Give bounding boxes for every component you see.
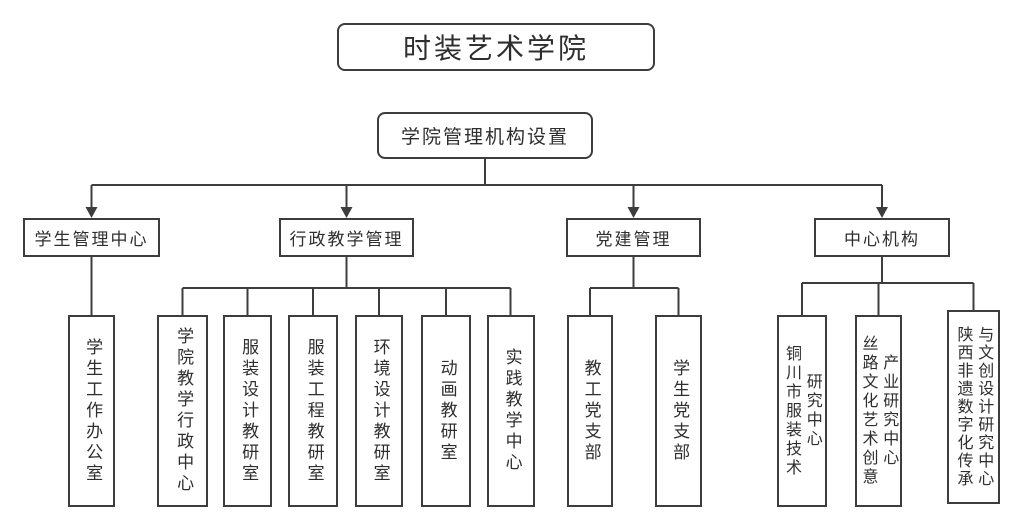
node-label: 行政教学管理 bbox=[289, 230, 404, 250]
arrow-down-icon bbox=[340, 207, 353, 218]
node-fashion-design-teaching-office: 服装设计教研室 bbox=[223, 315, 272, 507]
vertical-label-column: 陕西非遗数字化传承 bbox=[954, 326, 974, 488]
vertical-label-column: 铜川市服装技术 bbox=[783, 344, 802, 478]
vertical-label: 服装工程教研室 bbox=[303, 337, 324, 485]
arrow-down-icon bbox=[85, 207, 98, 218]
node-practice-teaching-center: 实践教学中心 bbox=[487, 315, 535, 507]
node-label: 时装艺术学院 bbox=[402, 32, 589, 65]
node-student-party-branch: 学生党支部 bbox=[655, 315, 702, 507]
vertical-label-column: 丝路文化艺术创意 bbox=[859, 335, 879, 487]
vertical-label-column: 与文创设计研究中心 bbox=[975, 326, 995, 488]
vertical-label: 学生工作办公室 bbox=[82, 337, 103, 485]
node-silk-road-creative-industry-research-center: 丝路文化艺术创意 产业研究中心 bbox=[855, 315, 902, 507]
vertical-label: 环境设计教研室 bbox=[369, 337, 390, 485]
vertical-label: 学院教学行政中心 bbox=[173, 327, 194, 495]
node-admin-teaching-management: 行政教学管理 bbox=[279, 218, 414, 257]
vertical-label-column: 产业研究中心 bbox=[880, 354, 900, 468]
branch3-lines bbox=[801, 257, 975, 315]
trunk-line bbox=[90, 159, 883, 207]
arrow-down-icon bbox=[876, 207, 888, 218]
branch2-lines bbox=[589, 257, 680, 315]
node-shaanxi-heritage-digital-research-center: 陕西非遗数字化传承 与文创设计研究中心 bbox=[947, 310, 1000, 504]
node-label: 学生管理中心 bbox=[34, 230, 149, 250]
vertical-label: 动画教研室 bbox=[436, 358, 457, 464]
node-animation-teaching-office: 动画教研室 bbox=[421, 315, 471, 507]
vertical-label: 服装设计教研室 bbox=[238, 337, 259, 485]
node-party-building-management: 党建管理 bbox=[566, 218, 701, 257]
node-college-teaching-admin-center: 学院教学行政中心 bbox=[157, 315, 208, 507]
node-label: 中心机构 bbox=[844, 230, 920, 250]
arrow-down-icon bbox=[627, 207, 640, 218]
node-student-affairs-office: 学生工作办公室 bbox=[68, 315, 115, 507]
node-tongchuan-fashion-tech-research-center: 铜川市服装技术 研究中心 bbox=[777, 315, 827, 507]
node-college-title: 时装艺术学院 bbox=[337, 23, 655, 71]
node-central-institutions: 中心机构 bbox=[814, 218, 950, 257]
node-label: 党建管理 bbox=[595, 230, 672, 250]
node-student-management-center: 学生管理中心 bbox=[23, 218, 160, 257]
node-faculty-party-branch: 教工党支部 bbox=[567, 315, 613, 507]
branch1-lines bbox=[181, 257, 512, 315]
node-environment-design-teaching-office: 环境设计教研室 bbox=[355, 315, 403, 507]
vertical-label: 学生党支部 bbox=[669, 358, 690, 464]
node-label: 学院管理机构设置 bbox=[400, 126, 569, 148]
vertical-label: 实践教学中心 bbox=[501, 348, 522, 474]
vertical-label: 教工党支部 bbox=[580, 358, 601, 464]
node-management-structure: 学院管理机构设置 bbox=[377, 112, 593, 159]
node-fashion-engineering-teaching-office: 服装工程教研室 bbox=[288, 315, 338, 507]
vertical-label-column: 研究中心 bbox=[803, 373, 823, 449]
